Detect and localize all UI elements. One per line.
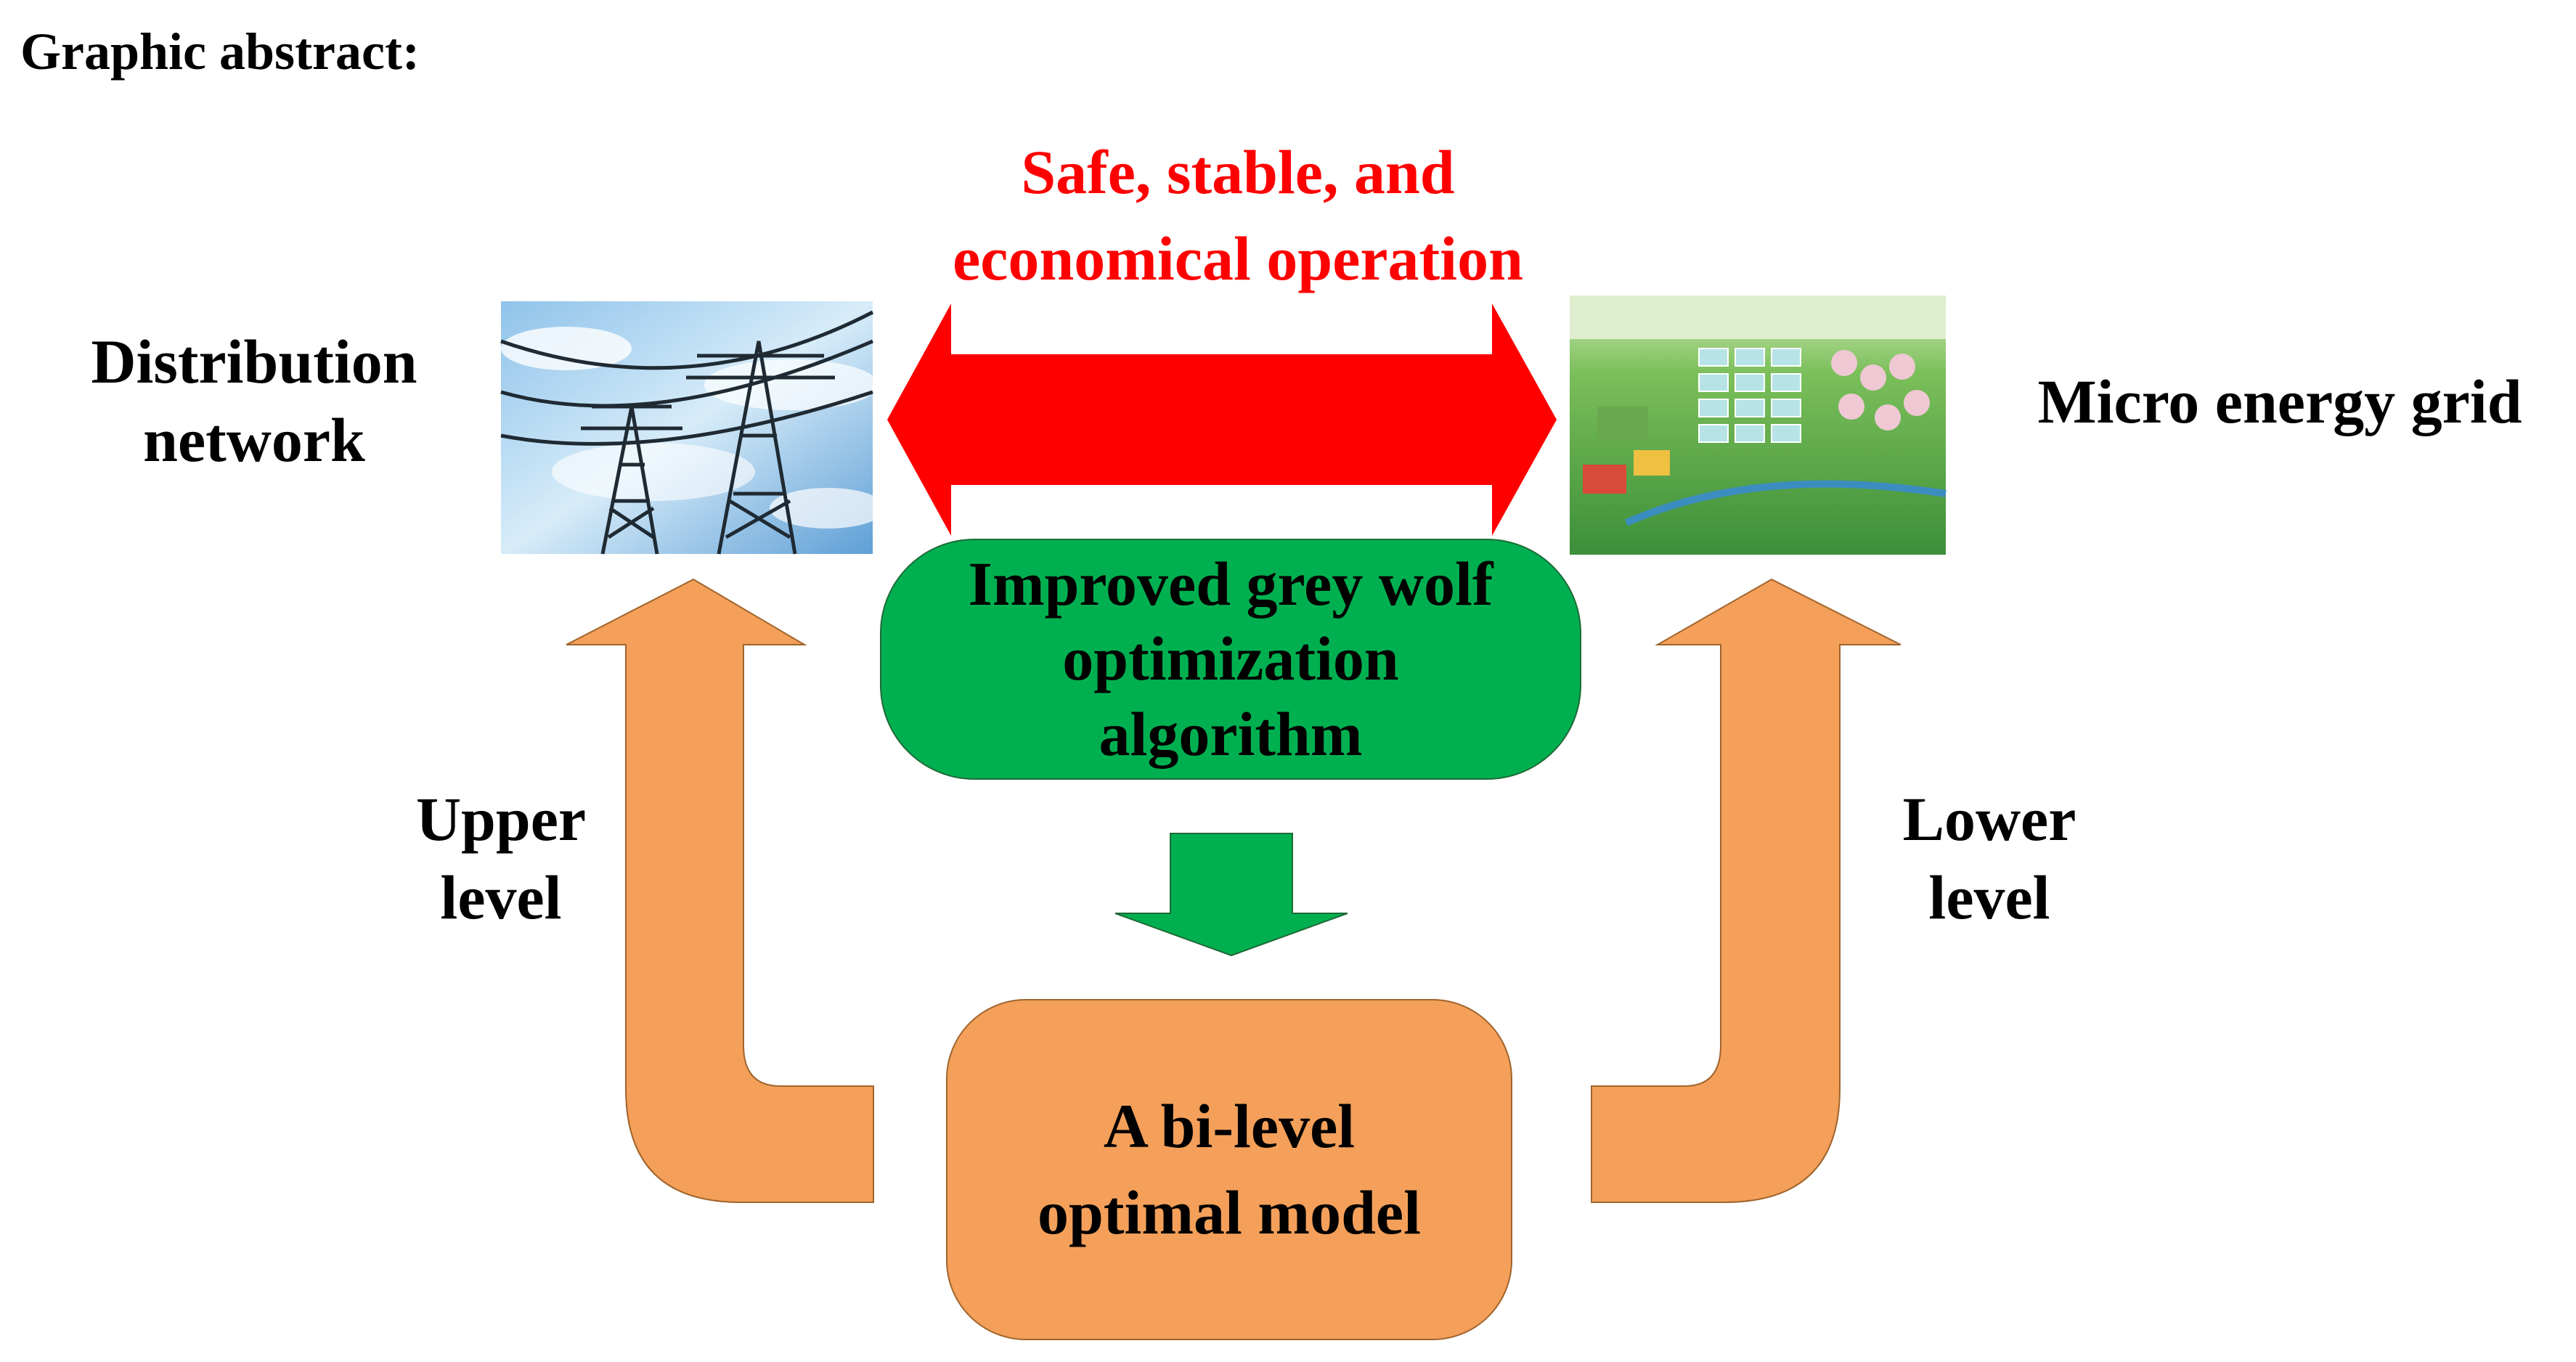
algorithm-line1: Improved grey wolf	[968, 549, 1493, 619]
bi-level-model-box: A bi-level optimal model	[946, 999, 1512, 1340]
double-arrow-icon	[887, 303, 1557, 536]
algorithm-line2: optimization	[1062, 624, 1399, 694]
operation-goal-line2: economical operation	[953, 223, 1523, 293]
upper-level-label: Upper level	[363, 780, 639, 937]
power-tower-photo-icon	[500, 301, 886, 555]
lower-level-line2: level	[1928, 862, 2050, 932]
micro-grid-aerial-photo-icon	[1570, 295, 1947, 555]
operation-goal-label: Safe, stable, and economical operation	[864, 129, 1612, 301]
upper-level-arrow-icon	[566, 578, 874, 1203]
operation-goal-line1: Safe, stable, and	[1021, 137, 1455, 207]
lower-level-label: Lower level	[1851, 780, 2127, 937]
distribution-network-label: Distribution network	[29, 323, 479, 479]
model-line1: A bi-level	[1103, 1091, 1356, 1162]
upper-level-line2: level	[440, 862, 562, 932]
graphic-abstract-title: Graphic abstract:	[20, 23, 420, 81]
lower-level-line1: Lower	[1902, 784, 2076, 854]
lower-level-arrow-icon	[1591, 578, 1902, 1203]
micro-energy-grid-label: Micro energy grid	[2037, 367, 2522, 436]
algorithm-line3: algorithm	[1099, 698, 1363, 769]
distribution-network-line1: Distribution	[91, 327, 417, 396]
distribution-network-line2: network	[143, 404, 365, 475]
grey-wolf-algorithm-box: Improved grey wolf optimization algorith…	[880, 539, 1581, 780]
model-line2: optimal model	[1038, 1178, 1421, 1247]
upper-level-line1: Upper	[415, 784, 587, 854]
down-arrow-icon	[1114, 833, 1348, 957]
